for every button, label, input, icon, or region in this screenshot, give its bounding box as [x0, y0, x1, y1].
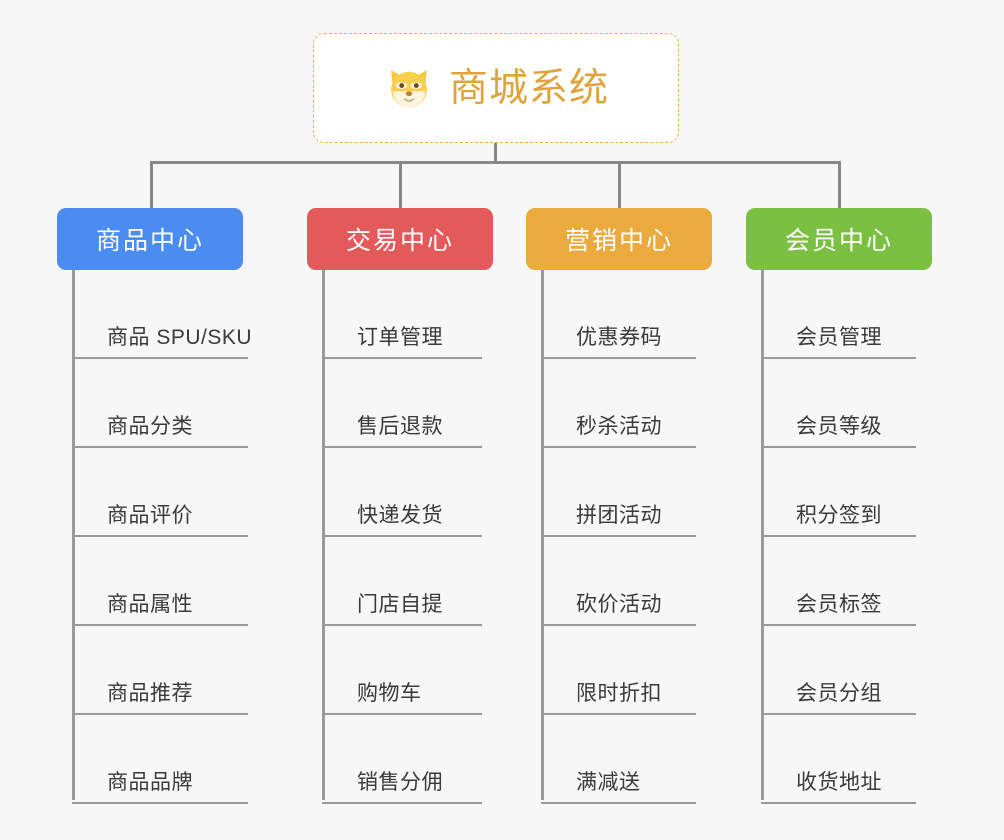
leaf-item-label: 会员标签 — [796, 593, 882, 616]
leaf-item-label: 销售分佣 — [357, 771, 443, 794]
leaf-item[interactable]: 积分签到 — [761, 448, 991, 537]
connector-root-stem — [494, 143, 497, 162]
leaf-item-label: 会员管理 — [796, 326, 882, 349]
leaf-item[interactable]: 商品推荐 — [72, 626, 302, 715]
connector-horizontal-bus — [150, 161, 841, 164]
leaf-list-1: 商品 SPU/SKU 商品分类商品评价商品属性商品推荐商品品牌 — [72, 270, 302, 804]
leaf-item[interactable]: 限时折扣 — [541, 626, 771, 715]
leaf-item[interactable]: 会员等级 — [761, 359, 991, 448]
leaf-item-label: 商品 SPU/SKU — [107, 326, 253, 349]
leaf-item-label: 订单管理 — [357, 326, 443, 349]
leaf-item-underline — [72, 535, 248, 537]
leaf-item-underline — [541, 357, 696, 359]
leaf-item-underline — [541, 446, 696, 448]
leaf-item-underline — [761, 713, 916, 715]
branch-header-1[interactable]: 商品中心 — [57, 208, 243, 270]
leaf-list-3: 优惠券码秒杀活动拼团活动砍价活动限时折扣满减送 — [541, 270, 771, 804]
leaf-item-underline — [322, 802, 482, 804]
branch-header-4[interactable]: 会员中心 — [746, 208, 932, 270]
leaf-item-underline — [72, 802, 248, 804]
leaf-item-label: 门店自提 — [357, 593, 443, 616]
branch-column-2: 交易中心 订单管理售后退款快递发货门店自提购物车销售分佣 — [307, 208, 493, 804]
leaf-item-underline — [322, 624, 482, 626]
leaf-item-label: 商品评价 — [107, 504, 193, 527]
leaf-item-label: 限时折扣 — [576, 682, 662, 705]
leaf-item[interactable]: 商品属性 — [72, 537, 302, 626]
leaf-item-label: 秒杀活动 — [576, 415, 662, 438]
connector-drop-1 — [150, 161, 153, 208]
leaf-item-underline — [541, 624, 696, 626]
connector-drop-2 — [399, 161, 402, 208]
leaf-item[interactable]: 商品 SPU/SKU — [72, 270, 302, 359]
leaf-item[interactable]: 会员分组 — [761, 626, 991, 715]
leaf-item[interactable]: 拼团活动 — [541, 448, 771, 537]
leaf-item-underline — [761, 624, 916, 626]
leaf-item-label: 砍价活动 — [576, 593, 662, 616]
leaf-list-2: 订单管理售后退款快递发货门店自提购物车销售分佣 — [322, 270, 552, 804]
branch-column-1: 商品中心 商品 SPU/SKU 商品分类商品评价商品属性商品推荐商品品牌 — [57, 208, 252, 804]
leaf-item-underline — [541, 713, 696, 715]
leaf-item[interactable]: 收货地址 — [761, 715, 991, 804]
leaf-item-underline — [72, 624, 248, 626]
leaf-item-label: 收货地址 — [796, 771, 882, 794]
leaf-item-underline — [322, 357, 482, 359]
leaf-item[interactable]: 销售分佣 — [322, 715, 552, 804]
leaf-item-label: 积分签到 — [796, 504, 882, 527]
leaf-item-label: 购物车 — [357, 682, 422, 705]
leaf-item-label: 优惠券码 — [576, 326, 662, 349]
leaf-item-underline — [72, 357, 248, 359]
leaf-item-underline — [761, 357, 916, 359]
leaf-item-label: 拼团活动 — [576, 504, 662, 527]
root-title: 商城系统 — [448, 66, 609, 110]
shiba-dog-face-icon — [383, 62, 435, 114]
leaf-item[interactable]: 快递发货 — [322, 448, 552, 537]
leaf-item-label: 商品属性 — [107, 593, 193, 616]
leaf-item-label: 满减送 — [576, 771, 641, 794]
leaf-item-underline — [322, 713, 482, 715]
leaf-item-label: 商品分类 — [107, 415, 193, 438]
leaf-item[interactable]: 商品分类 — [72, 359, 302, 448]
leaf-item-underline — [322, 446, 482, 448]
branch-header-2[interactable]: 交易中心 — [307, 208, 493, 270]
leaf-item-label: 商品推荐 — [107, 682, 193, 705]
branch-column-3: 营销中心 优惠券码秒杀活动拼团活动砍价活动限时折扣满减送 — [526, 208, 712, 804]
leaf-item-underline — [72, 446, 248, 448]
leaf-item[interactable]: 购物车 — [322, 626, 552, 715]
leaf-item-underline — [761, 535, 916, 537]
leaf-item-underline — [322, 535, 482, 537]
leaf-item-label: 快递发货 — [357, 504, 443, 527]
leaf-item[interactable]: 商品品牌 — [72, 715, 302, 804]
leaf-item[interactable]: 订单管理 — [322, 270, 552, 359]
leaf-item[interactable]: 会员管理 — [761, 270, 991, 359]
leaf-item-underline — [761, 802, 916, 804]
connector-drop-3 — [618, 161, 621, 208]
leaf-list-4: 会员管理会员等级积分签到会员标签会员分组收货地址 — [761, 270, 991, 804]
leaf-item[interactable]: 秒杀活动 — [541, 359, 771, 448]
leaf-item-label: 会员分组 — [796, 682, 882, 705]
leaf-item[interactable]: 砍价活动 — [541, 537, 771, 626]
leaf-item[interactable]: 会员标签 — [761, 537, 991, 626]
leaf-item-underline — [541, 535, 696, 537]
branch-header-3[interactable]: 营销中心 — [526, 208, 712, 270]
leaf-item-label: 商品品牌 — [107, 771, 193, 794]
branch-column-4: 会员中心 会员管理会员等级积分签到会员标签会员分组收货地址 — [746, 208, 932, 804]
root-node[interactable]: 商城系统 — [313, 33, 679, 143]
leaf-item[interactable]: 商品评价 — [72, 448, 302, 537]
leaf-item-label: 会员等级 — [796, 415, 882, 438]
leaf-item[interactable]: 优惠券码 — [541, 270, 771, 359]
leaf-item[interactable]: 门店自提 — [322, 537, 552, 626]
leaf-item-label: 售后退款 — [357, 415, 443, 438]
leaf-item-underline — [761, 446, 916, 448]
leaf-item[interactable]: 满减送 — [541, 715, 771, 804]
connector-drop-4 — [838, 161, 841, 208]
leaf-item[interactable]: 售后退款 — [322, 359, 552, 448]
leaf-item-underline — [72, 713, 248, 715]
leaf-item-underline — [541, 802, 696, 804]
